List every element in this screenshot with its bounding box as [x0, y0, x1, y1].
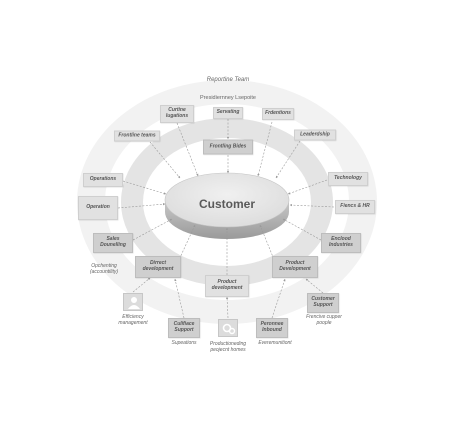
connector-14	[259, 224, 276, 263]
node-frdentions: Frdentions	[262, 108, 294, 120]
node-operations: Operations	[83, 173, 123, 187]
node-operation: Operation	[78, 196, 118, 220]
node-frontling-bides: Frontling Bides	[203, 139, 253, 155]
node-frontline: Frontline teams	[114, 130, 160, 142]
inner-ring-label: Presidiernney Lsepoite	[200, 95, 256, 102]
outer-ring-label: Reportine Team	[206, 76, 250, 83]
caption-sales: Opchenting (accountility)	[89, 263, 119, 275]
caption-product: Productioneding peojecnt homes	[209, 341, 247, 353]
node-enclood: Enclood Industries	[321, 233, 361, 253]
caption-efficiency: Efficiency management	[118, 314, 148, 326]
node-technology: Technology	[328, 172, 368, 186]
node-leaderdship: Leaderdship	[294, 129, 336, 141]
node-product-dev-bottom: Product development	[205, 275, 249, 297]
connector-7	[122, 180, 167, 195]
node-product-dev-right: Product Development	[272, 256, 318, 278]
node-curtine: Curtine lugations	[160, 105, 194, 123]
connector-19	[305, 278, 324, 294]
caption-frencive: Frencive cupper poople	[306, 314, 342, 326]
connector-4	[149, 141, 181, 179]
node-customer-support: Customer Support	[307, 293, 339, 313]
gears-icon	[218, 319, 238, 337]
connector-17	[174, 278, 185, 319]
connector-18	[271, 278, 286, 319]
node-sales: Sales Dounelling	[93, 233, 133, 253]
connector-9	[117, 202, 166, 209]
connector-16	[132, 277, 151, 293]
node-servating: Servating	[213, 107, 243, 119]
connector-3	[257, 121, 273, 177]
people-icon	[123, 293, 143, 311]
connector-1	[176, 122, 199, 177]
node-dirrect: Dirrect development	[135, 256, 181, 278]
node-culifiace: Culifiace Support	[168, 318, 200, 338]
connector-10	[289, 203, 335, 208]
connector-8	[287, 179, 328, 195]
node-fiencs-hr: Fiencs & HR	[335, 200, 375, 214]
caption-everemunit: Everemunitiont	[258, 340, 292, 346]
connector-5	[275, 140, 301, 179]
connector-20	[225, 296, 229, 319]
connector-12	[282, 218, 322, 241]
center-customer-label: Customer	[198, 197, 256, 211]
connector-11	[132, 218, 173, 241]
node-peronnee: Peronnee Inbound	[256, 318, 288, 338]
caption-supeations: Supeations	[171, 340, 197, 346]
